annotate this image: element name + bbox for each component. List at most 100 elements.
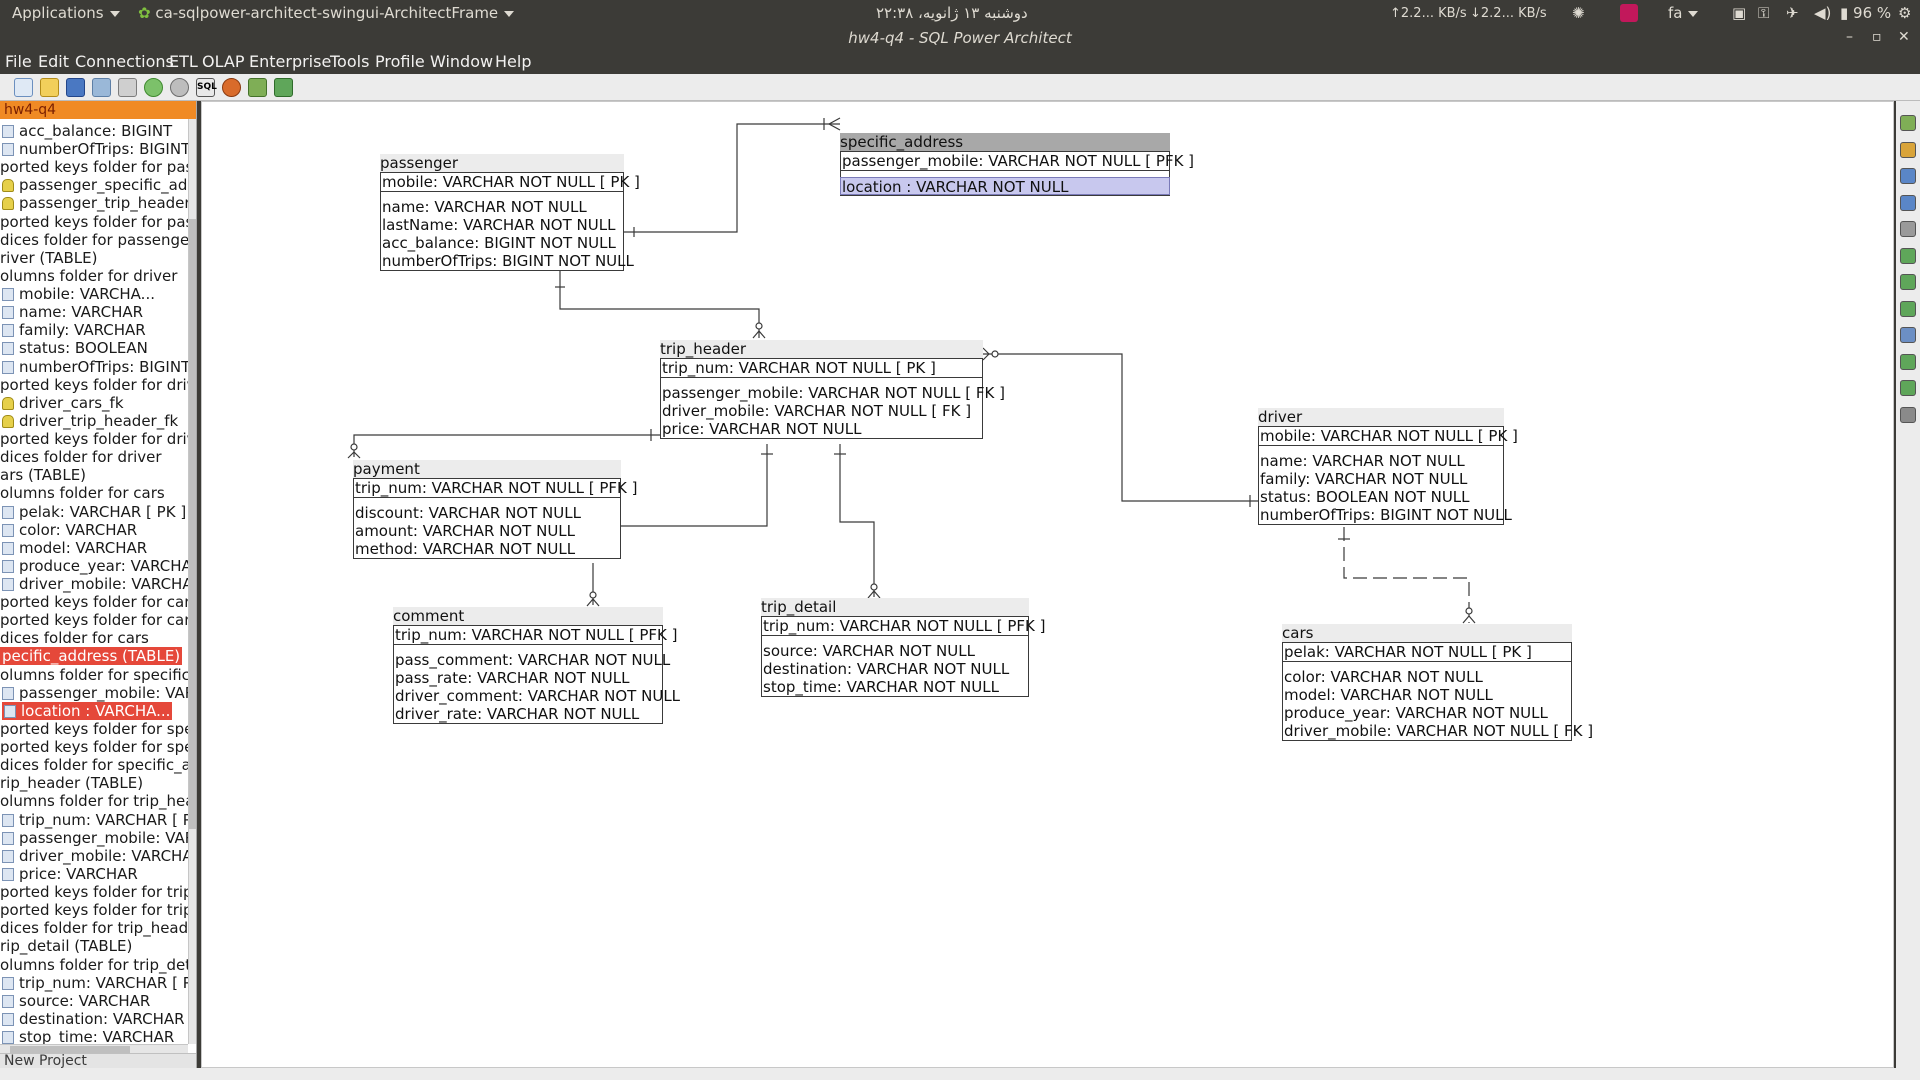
- new-column-icon[interactable]: [1900, 300, 1916, 317]
- tree-item[interactable]: dices folder for driver: [0, 448, 162, 466]
- new-relationship-icon[interactable]: [1900, 380, 1916, 396]
- undo-icon[interactable]: [144, 78, 163, 97]
- table-column[interactable]: produce_year: VARCHAR NOT NULL: [1284, 704, 1548, 722]
- table-column[interactable]: passenger_mobile: VARCHAR NOT NULL [ FK …: [662, 384, 1005, 402]
- table-name[interactable]: cars: [1282, 624, 1572, 642]
- tree-item[interactable]: source: VARCHAR: [2, 992, 150, 1010]
- app-indicator-icon[interactable]: ✺: [1572, 4, 1585, 22]
- tree-item[interactable]: passenger_mobile: VARC: [2, 829, 196, 847]
- menu-etl[interactable]: ETL: [169, 52, 198, 71]
- tree-item[interactable]: destination: VARCHAR: [2, 1010, 185, 1028]
- tree-item[interactable]: rip_header (TABLE): [0, 774, 143, 792]
- volume-icon[interactable]: ◀): [1814, 4, 1832, 22]
- table-column[interactable]: name: VARCHAR NOT NULL: [1260, 452, 1465, 470]
- tree-item[interactable]: numberOfTrips: BIGINT: [2, 140, 190, 158]
- primary-key-column[interactable]: mobile: VARCHAR NOT NULL [ PK ]: [1259, 427, 1518, 446]
- zoom-out-icon[interactable]: [1900, 141, 1916, 158]
- tree-item[interactable]: ported keys folder for pass: [0, 158, 196, 176]
- primary-key-column[interactable]: trip_num: VARCHAR NOT NULL [ PFK ]: [354, 479, 638, 498]
- table-column[interactable]: numberOfTrips: BIGINT NOT NULL: [382, 252, 634, 270]
- clock[interactable]: دوشنبه ۱۳ ژانویه، ۲۲:۳۸: [876, 4, 1028, 22]
- primary-key-column[interactable]: trip_num: VARCHAR NOT NULL [ PFK ]: [762, 617, 1046, 636]
- table-column[interactable]: stop_time: VARCHAR NOT NULL: [763, 678, 999, 696]
- table-specific-address[interactable]: specific_address passenger_mobile: VARCH…: [840, 133, 1194, 196]
- tree-horizontal-scrollbar[interactable]: [0, 1044, 188, 1053]
- tree-item[interactable]: trip_num: VARCHAR [ P...: [2, 974, 196, 992]
- tree-item[interactable]: ported keys folder for trip_: [0, 883, 196, 901]
- table-column[interactable]: pass_comment: VARCHAR NOT NULL: [395, 651, 671, 669]
- tree-item[interactable]: olumns folder for cars: [0, 484, 165, 502]
- net-down-indicator[interactable]: ↓2.2... KB/s: [1470, 6, 1547, 21]
- redo-icon[interactable]: [170, 78, 189, 97]
- settings-gear-icon[interactable]: ⚙: [1898, 4, 1912, 22]
- tree-item[interactable]: trip_num: VARCHAR [ PK: [2, 811, 196, 829]
- new-table-icon[interactable]: [1900, 247, 1916, 264]
- table-column[interactable]: acc_balance: BIGINT NOT NULL: [382, 234, 616, 252]
- edit-table-icon[interactable]: [1900, 327, 1916, 343]
- menu-enterprise[interactable]: Enterprise: [249, 52, 332, 71]
- refresh-icon[interactable]: [92, 78, 111, 97]
- tree-item[interactable]: ported keys folder for cars: [0, 611, 196, 629]
- new-project-icon[interactable]: [14, 78, 33, 97]
- tree-item[interactable]: status: BOOLEAN: [2, 339, 148, 357]
- table-column[interactable]: family: VARCHAR NOT NULL: [1260, 470, 1468, 488]
- new-identifying-relationship-icon[interactable]: [1900, 353, 1916, 370]
- tree-item[interactable]: model: VARCHAR: [2, 539, 147, 557]
- primary-key-column[interactable]: trip_num: VARCHAR NOT NULL [ PK ]: [661, 359, 982, 378]
- table-name[interactable]: trip_header: [660, 340, 983, 358]
- tree-item[interactable]: numberOfTrips: BIGINT: [2, 358, 190, 376]
- table-column[interactable]: pass_rate: VARCHAR NOT NULL: [395, 669, 630, 687]
- airplane-mode-icon[interactable]: ✈: [1786, 4, 1799, 22]
- tree-item[interactable]: passenger_mobile: VARC: [2, 684, 196, 702]
- table-name[interactable]: specific_address: [840, 133, 1170, 151]
- table-name[interactable]: passenger: [380, 154, 624, 172]
- edit-relationship-icon[interactable]: [1900, 406, 1916, 423]
- tree-item[interactable]: stop_time: VARCHAR: [2, 1028, 174, 1046]
- tree-item[interactable]: driver_cars_fk: [2, 394, 124, 412]
- tree-item[interactable]: dices folder for cars: [0, 629, 149, 647]
- menu-help[interactable]: Help: [495, 52, 532, 71]
- zoom-fit-icon[interactable]: [1900, 168, 1916, 184]
- tree-item[interactable]: pelak: VARCHAR [ PK ]: [2, 503, 186, 521]
- table-column[interactable]: method: VARCHAR NOT NULL: [355, 540, 576, 558]
- table-column[interactable]: amount: VARCHAR NOT NULL: [355, 522, 576, 540]
- maximize-button[interactable]: ▫: [1872, 29, 1882, 45]
- table-column[interactable]: numberOfTrips: BIGINT NOT NULL: [1260, 506, 1512, 524]
- table-column[interactable]: destination: VARCHAR NOT NULL: [763, 660, 1010, 678]
- tree-item[interactable]: ars (TABLE): [0, 466, 86, 484]
- menu-window[interactable]: Window: [430, 52, 494, 71]
- tree-item-selected[interactable]: pecific_address (TABLE): [0, 647, 183, 666]
- print-preview-icon[interactable]: [1900, 221, 1916, 237]
- tree-item[interactable]: ported keys folder for drive: [0, 430, 196, 448]
- table-column[interactable]: model: VARCHAR NOT NULL: [1284, 686, 1493, 704]
- tree-item[interactable]: color: VARCHAR: [2, 521, 137, 539]
- tree-item[interactable]: passenger_specific_addr: [2, 176, 196, 194]
- table-column[interactable]: name: VARCHAR NOT NULL: [382, 198, 587, 216]
- table-column[interactable]: discount: VARCHAR NOT NULL: [355, 504, 581, 522]
- menu-connections[interactable]: Connections: [75, 52, 174, 71]
- tree-item[interactable]: dices folder for passenger: [0, 231, 195, 249]
- menu-tools[interactable]: Tools: [330, 52, 370, 71]
- tree-item[interactable]: ported keys folder for spec: [0, 720, 196, 738]
- tree-item[interactable]: olumns folder for trip_detai: [0, 956, 196, 974]
- menu-profile[interactable]: Profile: [375, 52, 425, 71]
- tree-item[interactable]: olumns folder for trip_head: [0, 792, 196, 810]
- tree-footer-new-project[interactable]: New Project: [0, 1053, 196, 1068]
- table-column[interactable]: driver_mobile: VARCHAR NOT NULL [ FK ]: [1284, 722, 1594, 740]
- zoom-in-icon[interactable]: [1900, 115, 1916, 131]
- table-column[interactable]: price: VARCHAR NOT NULL: [662, 420, 862, 438]
- active-window-menu[interactable]: ✿ ca-sqlpower-architect-swingui-Architec…: [138, 4, 515, 22]
- tree-vertical-scrollbar[interactable]: [188, 119, 196, 1044]
- table-column[interactable]: status: BOOLEAN NOT NULL: [1260, 488, 1470, 506]
- tree-item[interactable]: produce_year: VARCHAR: [2, 557, 196, 575]
- scroll-thumb[interactable]: [10, 1046, 130, 1053]
- primary-key-column[interactable]: mobile: VARCHAR NOT NULL [ PK ]: [381, 173, 640, 192]
- print-icon[interactable]: [118, 78, 137, 97]
- zoom-reset-icon[interactable]: [1900, 194, 1916, 211]
- tree-item[interactable]: ported keys folder for pass: [0, 213, 196, 231]
- help-indicator-icon[interactable]: ▣: [1732, 4, 1747, 22]
- battery-indicator[interactable]: ▮ 96 %: [1840, 4, 1892, 22]
- new-view-icon[interactable]: [1900, 274, 1916, 290]
- tree-item[interactable]: driver_trip_header_fk: [2, 412, 178, 430]
